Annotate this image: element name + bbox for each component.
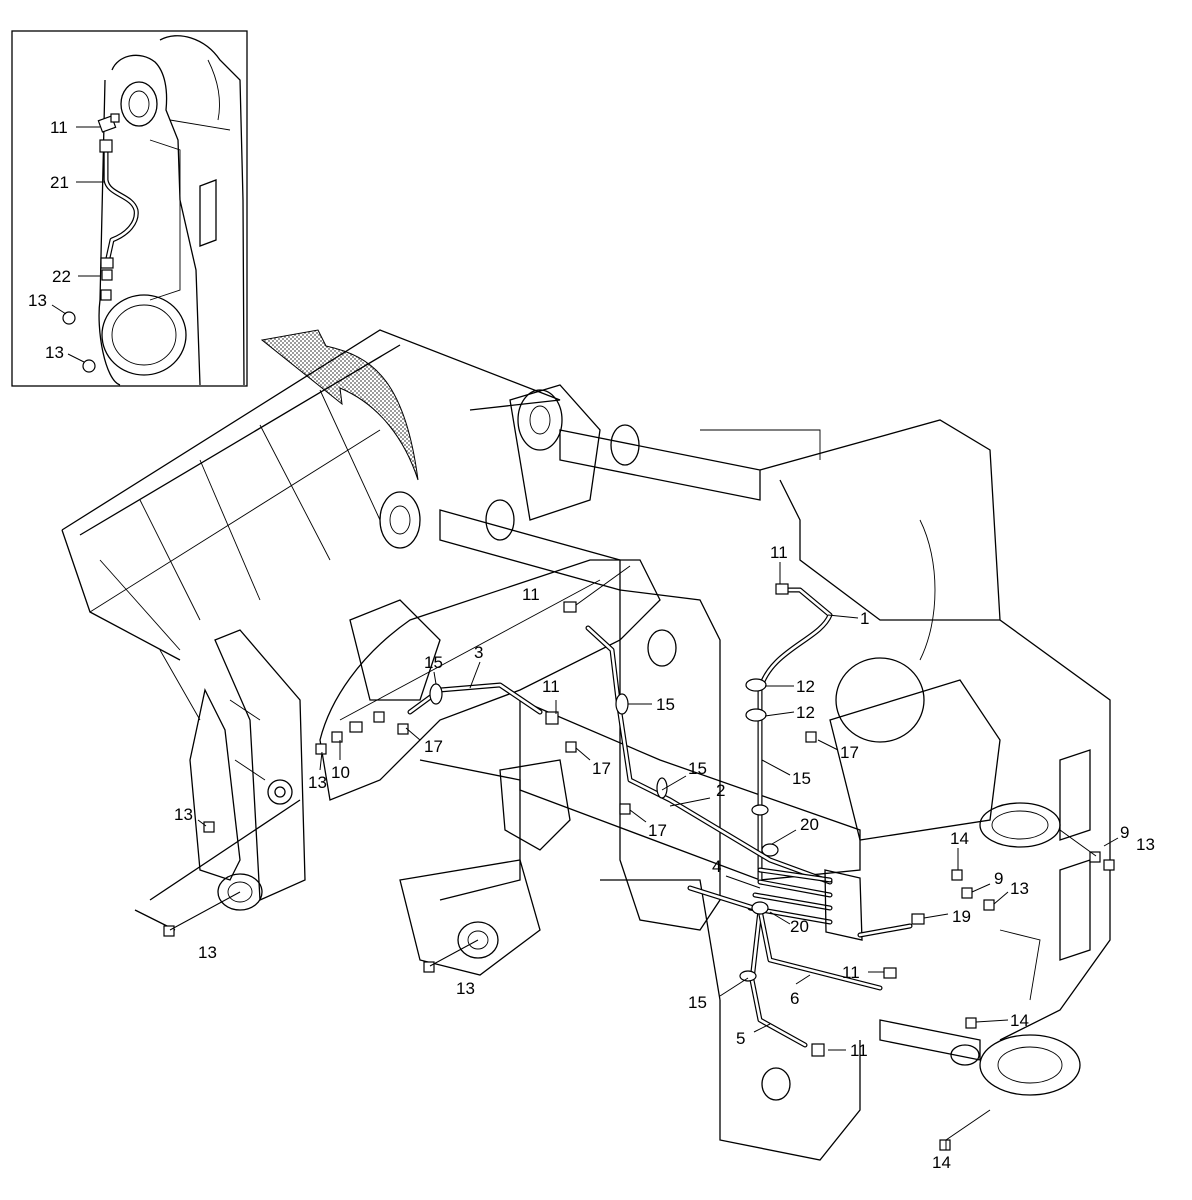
callout-15: 15 xyxy=(424,653,443,672)
callout-5: 5 xyxy=(736,1029,745,1048)
callout-9: 9 xyxy=(1120,823,1129,842)
callout-19: 19 xyxy=(952,907,971,926)
callout-13: 13 xyxy=(1136,835,1155,854)
callouts-main: 11 1 12 12 17 15 11 15 3 11 15 17 17 13 … xyxy=(174,543,1155,1172)
inset-leaders xyxy=(51,126,104,363)
callout-13: 13 xyxy=(1010,879,1029,898)
inset-lift-arm xyxy=(98,35,245,386)
callout-14: 14 xyxy=(950,829,969,848)
callout-11: 11 xyxy=(522,585,540,604)
leader-lines xyxy=(169,562,1119,1150)
callout-6: 6 xyxy=(790,989,799,1008)
callout-1: 1 xyxy=(860,609,869,628)
callout-20: 20 xyxy=(790,917,809,936)
inset-callout-13-b: 13 xyxy=(45,343,64,362)
callout-14: 14 xyxy=(932,1153,951,1172)
callout-20: 20 xyxy=(800,815,819,834)
callout-9: 9 xyxy=(994,869,1003,888)
lift-arm-left xyxy=(319,491,661,976)
callout-12: 12 xyxy=(796,677,815,696)
articulation-joints xyxy=(879,802,1081,1096)
inset-callout-21: 21 xyxy=(50,173,69,192)
inset-callout-11: 11 xyxy=(50,118,68,137)
callout-3: 3 xyxy=(474,643,483,662)
callout-11: 11 xyxy=(850,1041,868,1060)
front-frame xyxy=(419,589,861,1001)
callout-12: 12 xyxy=(796,703,815,722)
bucket xyxy=(61,329,561,931)
fittings-main xyxy=(163,583,1115,1151)
callout-14: 14 xyxy=(1010,1011,1029,1030)
callout-17: 17 xyxy=(840,743,859,762)
callout-11: 11 xyxy=(542,677,560,696)
callout-2: 2 xyxy=(716,781,725,800)
callout-15: 15 xyxy=(688,759,707,778)
callout-13: 13 xyxy=(308,773,327,792)
inset-hose-21 xyxy=(103,147,139,261)
callout-17: 17 xyxy=(648,821,667,840)
callout-15: 15 xyxy=(688,993,707,1012)
rear-frame xyxy=(719,419,1111,1161)
callout-11: 11 xyxy=(770,543,788,562)
callout-17: 17 xyxy=(424,737,443,756)
callout-13: 13 xyxy=(198,943,217,962)
hose-5-6 xyxy=(687,885,913,1048)
hose-2 xyxy=(585,625,833,885)
inset-detail: 11 21 22 13 13 xyxy=(11,30,248,387)
callout-10: 10 xyxy=(331,763,350,782)
callout-4: 4 xyxy=(712,857,721,876)
inset-callout-22: 22 xyxy=(52,267,71,286)
pointer-arrow xyxy=(260,329,419,481)
callout-13: 13 xyxy=(456,979,475,998)
linkage-left xyxy=(189,629,306,911)
lift-cylinders xyxy=(439,384,821,591)
callout-15: 15 xyxy=(656,695,675,714)
callout-11: 11 xyxy=(842,963,860,982)
callout-17: 17 xyxy=(592,759,611,778)
callout-15: 15 xyxy=(792,769,811,788)
callout-13: 13 xyxy=(174,805,193,824)
inset-fittings xyxy=(62,113,120,373)
inset-callout-13-a: 13 xyxy=(28,291,47,310)
hose-1 xyxy=(757,587,833,883)
